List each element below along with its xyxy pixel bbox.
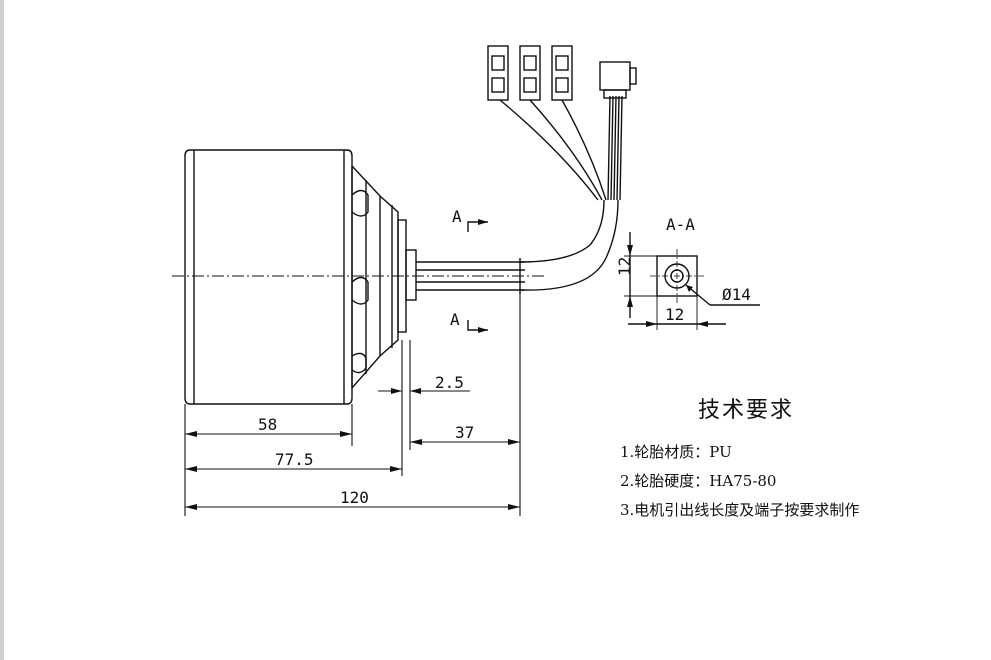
dim-58: 58 <box>258 415 277 434</box>
technical-requirements: 技术要求 1.轮胎材质：PU 2.轮胎硬度：HA75-80 3.电机引出线长度及… <box>620 392 980 529</box>
dim-2-5: 2.5 <box>435 373 464 392</box>
page-left-edge <box>0 0 4 660</box>
connector-multi <box>599 61 637 99</box>
dimension-lines <box>184 294 521 516</box>
section-marker-bottom: A <box>450 310 460 329</box>
dim-120: 120 <box>340 488 369 507</box>
hub-slots <box>351 189 369 374</box>
note-item-3: 3.电机引出线长度及端子按要求制作 <box>620 501 860 519</box>
section-marker-top: A <box>452 207 462 226</box>
section-view <box>624 232 760 330</box>
wheel-body <box>184 149 353 405</box>
dim-12-vertical: 12 <box>615 257 634 276</box>
note-item-2: 2.轮胎硬度：HA75-80 <box>620 472 777 490</box>
connector-1 <box>487 45 509 101</box>
dim-12-horizontal: 12 <box>665 305 684 324</box>
dim-77-5: 77.5 <box>275 450 314 469</box>
arrowheads <box>185 219 708 510</box>
section-title: A-A <box>666 215 695 234</box>
dim-diameter-14: Ø14 <box>722 285 751 304</box>
dim-37: 37 <box>455 423 474 442</box>
connector-3 <box>551 45 573 101</box>
note-item-1: 1.轮胎材质：PU <box>620 443 732 461</box>
hub <box>351 165 417 389</box>
notes-title: 技术要求 <box>698 398 795 423</box>
cable-bundle <box>499 95 623 291</box>
connector-2 <box>519 45 541 101</box>
